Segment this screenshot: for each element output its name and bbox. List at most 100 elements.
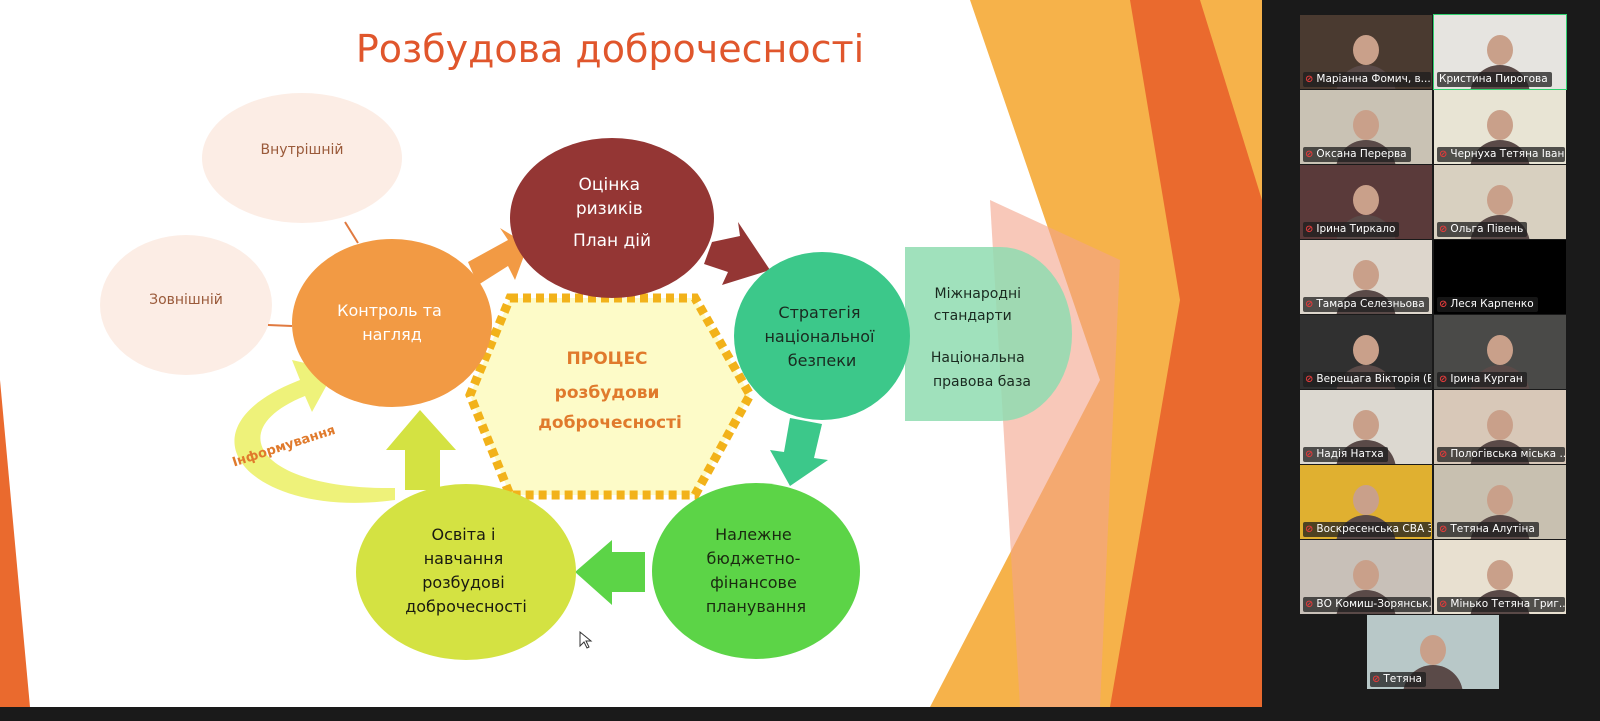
participant-tile[interactable]: ⊘Тетяна Алутіна [1434,465,1566,539]
participant-tile[interactable]: ⊘Воскресенська СВА З... [1300,465,1432,539]
participant-name-label: ⊘Ірина Тиркало [1303,222,1400,237]
slide-title: Розбудова доброчесності [356,27,864,71]
arrow-icon [704,222,770,285]
participant-name: Тетяна Алутіна [1450,523,1535,535]
node-standards-label: Міжнародні стандарти Національна правова… [931,286,1031,390]
participant-tile[interactable]: ⊘Тетяна [1367,615,1499,689]
informing-arrow-icon [234,360,395,503]
participant-name: Ольга Півень [1450,223,1524,235]
participant-tile[interactable]: ⊘Верещага Вікторія (В... [1300,315,1432,389]
bottom-bar [0,707,1262,721]
node-budget [652,483,860,659]
muted-mic-icon: ⊘ [1305,449,1314,460]
muted-mic-icon: ⊘ [1439,224,1448,235]
muted-mic-icon: ⊘ [1305,374,1314,385]
arrow-icon [575,540,645,605]
participant-face [1353,410,1379,440]
mouse-cursor-icon [579,630,593,649]
participant-tile[interactable]: ⊘Ірина Курган [1434,315,1566,389]
node-risk-label: Оцінка ризиків План дій [573,175,651,251]
node-internal [202,93,402,223]
participant-face [1353,260,1379,290]
participant-name: Тетяна [1383,673,1422,685]
participant-name: Леся Карпенко [1450,298,1534,310]
node-standards [905,247,1072,421]
participant-name-label: ⊘Мінько Тетяна Григ... [1437,597,1565,612]
participant-tile[interactable]: ⊘Чернуха Тетяна Івані... [1434,90,1566,164]
node-budget-label: Належне бюджетно- фінансове планування [706,525,806,616]
node-external-label: Зовнішній [149,292,223,308]
arrow-icon [386,410,456,490]
muted-mic-icon: ⊘ [1372,674,1381,685]
participant-name-label: ⊘Тамара Селезньова [1303,297,1429,312]
participant-name: Надія Натха [1316,448,1384,460]
muted-mic-icon: ⊘ [1305,74,1314,85]
node-risk [510,138,714,298]
participant-face [1353,35,1379,65]
participant-face [1487,560,1513,590]
muted-mic-icon: ⊘ [1439,149,1448,160]
center-hexagon [465,293,756,500]
node-strategy-label: Стратегія національної безпеки [764,303,879,370]
participant-tile[interactable]: ⊘Маріанна Фомич, в... [1300,15,1432,89]
participant-tile[interactable]: ⊘Оксана Перерва [1300,90,1432,164]
participant-face [1487,335,1513,365]
muted-mic-icon: ⊘ [1305,299,1314,310]
participant-name-label: Кристина Пирогова [1437,72,1552,87]
participant-name: Мінько Тетяна Григ... [1450,598,1565,610]
muted-mic-icon: ⊘ [1305,524,1314,535]
slide-decoration [0,380,30,707]
participant-face [1353,110,1379,140]
slide-decoration [1110,0,1262,707]
participant-name-label: ⊘Маріанна Фомич, в... [1303,72,1431,87]
participant-name: Воскресенська СВА З... [1316,523,1431,535]
participant-name-label: ⊘Оксана Перерва [1303,147,1411,162]
participant-name: Тамара Селезньова [1316,298,1425,310]
participant-tile[interactable]: ⊘Леся Карпенко [1434,240,1566,314]
node-education-label: Освіта і навчання розбудові доброчесност… [405,525,527,616]
node-internal-label: Внутрішній [261,142,344,158]
participant-face [1353,560,1379,590]
participants-gallery: ⊘Маріанна Фомич, в...Кристина Пирогова⊘О… [1262,0,1600,721]
muted-mic-icon: ⊘ [1305,599,1314,610]
participant-name-label: ⊘Пологівська міська ... [1437,447,1565,462]
muted-mic-icon: ⊘ [1439,374,1448,385]
participant-name-label: ⊘ВО Комиш-Зорянськ... [1303,597,1431,612]
participant-tile[interactable]: ⊘Ольга Півень [1434,165,1566,239]
participant-name-label: ⊘Верещага Вікторія (В... [1303,372,1431,387]
participant-face [1420,635,1446,665]
participant-face [1487,410,1513,440]
participant-tile[interactable]: ⊘Надія Натха [1300,390,1432,464]
participant-name: Кристина Пирогова [1439,73,1548,85]
participant-name: Оксана Перерва [1316,148,1407,160]
participant-name-label: ⊘Надія Натха [1303,447,1388,462]
muted-mic-icon: ⊘ [1439,449,1448,460]
participant-name: Ірина Курган [1450,373,1523,385]
participant-tile[interactable]: ⊘ВО Комиш-Зорянськ... [1300,540,1432,614]
node-education [356,484,576,660]
participant-face [1353,335,1379,365]
muted-mic-icon: ⊘ [1305,224,1314,235]
participant-name: ВО Комиш-Зорянськ... [1316,598,1431,610]
participant-face [1487,485,1513,515]
presentation-slide: Розбудова доброчесності Внутрішній Зовні… [0,0,1262,707]
participant-name: Верещага Вікторія (В... [1316,373,1431,385]
participant-face [1487,110,1513,140]
participant-name-label: ⊘Тетяна [1370,672,1426,687]
participant-tile[interactable]: ⊘Ірина Тиркало [1300,165,1432,239]
muted-mic-icon: ⊘ [1439,599,1448,610]
participant-name: Ірина Тиркало [1316,223,1396,235]
node-strategy [734,252,910,420]
arrow-icon [770,418,828,486]
muted-mic-icon: ⊘ [1439,299,1448,310]
participant-tile[interactable]: ⊘Мінько Тетяна Григ... [1434,540,1566,614]
muted-mic-icon: ⊘ [1439,524,1448,535]
participant-tile[interactable]: ⊘Пологівська міська ... [1434,390,1566,464]
participant-tile[interactable]: ⊘Тамара Селезньова [1300,240,1432,314]
participant-name-label: ⊘Тетяна Алутіна [1437,522,1539,537]
participant-name-label: ⊘Воскресенська СВА З... [1303,522,1431,537]
participant-name-label: ⊘Чернуха Тетяна Івані... [1437,147,1565,162]
participant-name: Чернуха Тетяна Івані... [1450,148,1565,160]
participant-tile[interactable]: Кристина Пирогова [1433,14,1567,90]
participant-face [1353,485,1379,515]
